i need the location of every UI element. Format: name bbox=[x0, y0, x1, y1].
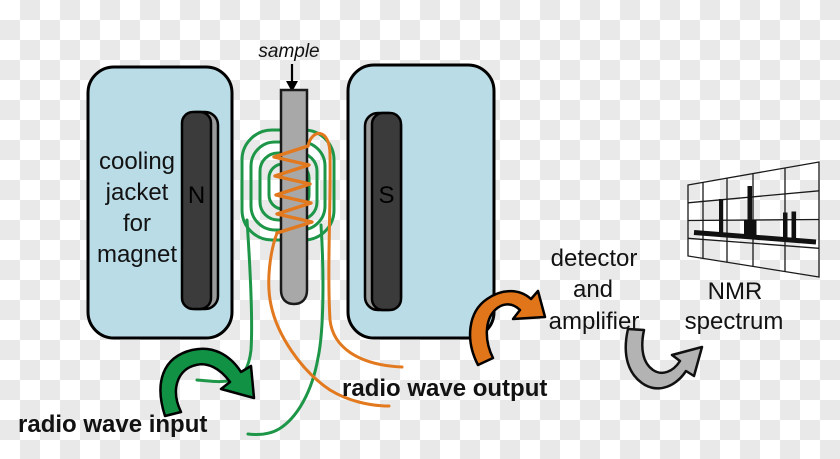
cooling-jacket-caption: cooling jacket for magnet bbox=[97, 148, 177, 268]
cooling-jacket-line-1: cooling bbox=[99, 148, 175, 175]
north-pole-label: N bbox=[188, 182, 205, 209]
nmr-line-2: spectrum bbox=[685, 308, 784, 335]
south-pole-label: S bbox=[378, 182, 394, 209]
spectrum-grid-border bbox=[687, 161, 820, 278]
cooling-jacket-line-2: jacket bbox=[105, 179, 169, 206]
radio-wave-output-arrow bbox=[468, 289, 547, 367]
detector-line-1: detector bbox=[551, 245, 638, 272]
nmr-spectrum-panel bbox=[687, 161, 820, 278]
nmr-line-1: NMR bbox=[708, 278, 763, 305]
detector-line-2: and bbox=[573, 276, 613, 303]
spectrum-peaks bbox=[719, 186, 797, 241]
magnet-south: S bbox=[363, 111, 403, 312]
radio-wave-output-label: radio wave output bbox=[342, 375, 547, 402]
magnet-south-face bbox=[370, 111, 403, 312]
rf-coil bbox=[272, 144, 314, 235]
magnet-north-face bbox=[180, 110, 213, 311]
magnet-north: N bbox=[180, 110, 220, 311]
spectrum-peak-2-base bbox=[744, 220, 757, 237]
cooling-jacket-line-4: magnet bbox=[97, 241, 177, 268]
nmr-spectrum-caption: NMR spectrum bbox=[685, 278, 784, 335]
sample-label: sample bbox=[258, 41, 319, 62]
detector-line-3: amplifier bbox=[549, 308, 640, 335]
green-wire-right bbox=[246, 223, 325, 436]
detector-caption: detector and amplifier bbox=[549, 245, 640, 335]
radio-wave-input-label: radio wave input bbox=[18, 411, 207, 438]
radio-wave-input-arrow bbox=[159, 347, 256, 418]
sample-tube bbox=[279, 88, 309, 306]
to-spectrum-arrow bbox=[624, 327, 704, 390]
spectrum-peak-1 bbox=[719, 199, 724, 235]
spectrum-grid bbox=[687, 161, 820, 278]
orange-wire-lower bbox=[267, 231, 391, 408]
orange-wire-upper bbox=[306, 132, 404, 369]
spectrum-peak-3 bbox=[783, 212, 788, 240]
cooling-jacket-line-3: for bbox=[123, 210, 151, 237]
spectrum-peak-4 bbox=[791, 211, 797, 241]
spectrum-peak-2 bbox=[747, 186, 752, 237]
sample-pointer-arrow bbox=[286, 64, 298, 92]
green-wire-left bbox=[195, 218, 254, 384]
